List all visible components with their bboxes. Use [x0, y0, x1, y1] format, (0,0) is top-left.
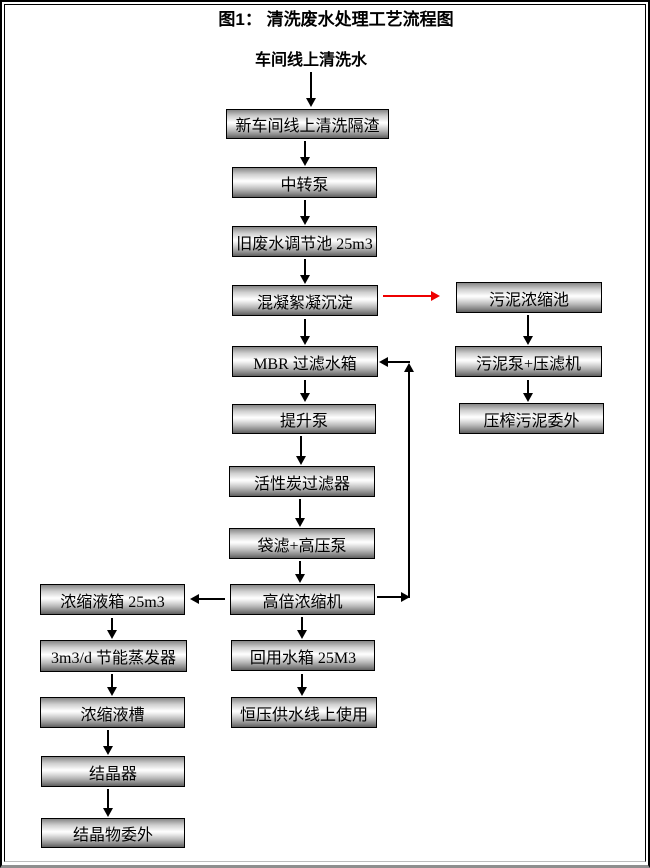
node-activated-carbon-filter: 活性炭过滤器	[229, 466, 375, 497]
diagram-title: 图1： 清洗废水处理工艺流程图	[218, 10, 454, 29]
node-concentrate-trough: 浓缩液槽	[40, 697, 185, 728]
node-sludge-pump-filter-press: 污泥泵+压滤机	[455, 346, 602, 377]
node-energy-saving-evaporator: 3m3/d 节能蒸发器	[40, 640, 187, 672]
node-bag-filter-high-pressure-pump: 袋滤+高压泵	[229, 528, 375, 559]
node-high-rate-concentrator: 高倍浓缩机	[230, 584, 375, 615]
node-coagulation-flocculation-sedimentation: 混凝絮凝沉淀	[232, 285, 378, 316]
node-reuse-water-tank: 回用水箱 25M3	[231, 640, 375, 671]
node-new-line-wash-screening: 新车间线上清洗隔渣	[226, 109, 389, 139]
node-mbr-filter-tank: MBR 过滤水箱	[232, 346, 378, 377]
node-lift-pump: 提升泵	[232, 404, 376, 434]
node-crystal-outsourcing: 结晶物委外	[41, 818, 185, 848]
node-pressed-sludge-outsourcing: 压榨污泥委外	[459, 403, 604, 434]
node-concentrate-tank: 浓缩液箱 25m3	[40, 584, 185, 615]
node-transfer-pump: 中转泵	[232, 167, 377, 198]
node-constant-pressure-supply: 恒压供水线上使用	[231, 697, 377, 728]
node-crystallizer: 结晶器	[41, 756, 185, 787]
node-old-wastewater-regulating-tank: 旧废水调节池 25m3	[232, 226, 377, 257]
node-sludge-thickening-tank: 污泥浓缩池	[456, 282, 602, 313]
source-water-label: 车间线上清洗水	[254, 52, 367, 69]
